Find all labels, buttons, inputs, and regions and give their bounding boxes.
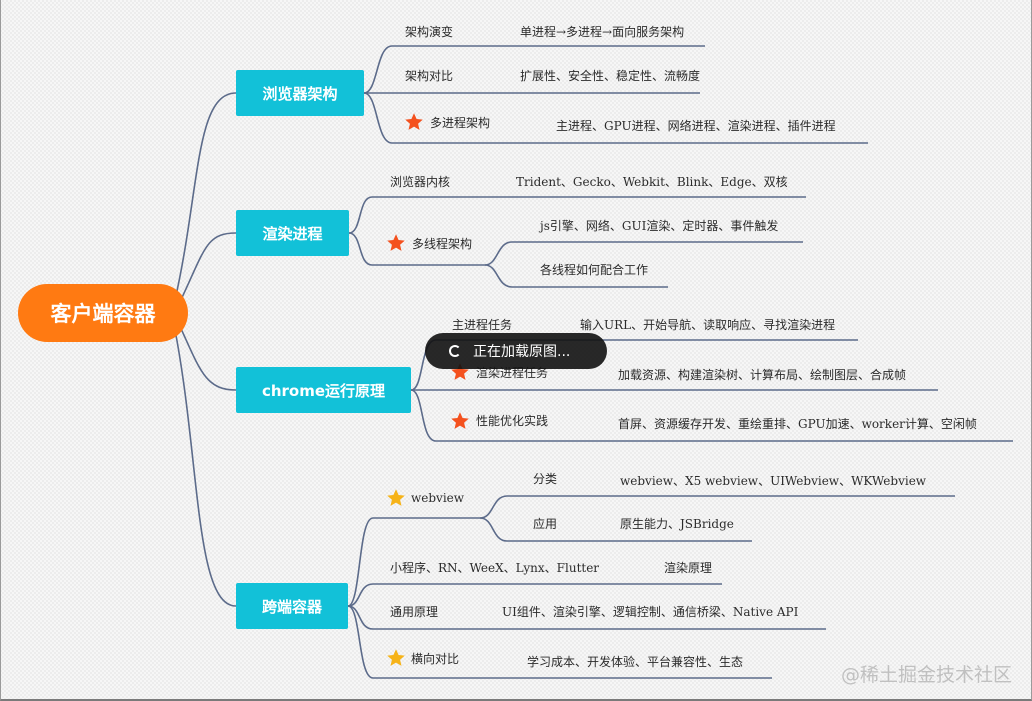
category-cross-platform[interactable]: 跨端容器 bbox=[236, 583, 348, 629]
node-perf-practice-value[interactable]: 首屏、资源缓存开发、重绘重排、GPU加速、worker计算、空闲帧 bbox=[618, 417, 977, 431]
category-chrome-principle[interactable]: chrome运行原理 bbox=[236, 367, 411, 413]
root-label: 客户端容器 bbox=[50, 302, 156, 326]
loading-text: 正在加载原图... bbox=[473, 344, 571, 360]
star-icon bbox=[404, 112, 424, 132]
node-webview-category[interactable]: 分类 bbox=[533, 472, 558, 486]
category-render-process[interactable]: 渲染进程 bbox=[236, 210, 349, 256]
category-label: 浏览器架构 bbox=[262, 84, 338, 103]
node-general-principle[interactable]: 通用原理 bbox=[390, 605, 439, 619]
node-arch-evolution-value[interactable]: 单进程→多进程→面向服务架构 bbox=[520, 25, 685, 39]
star-icon bbox=[450, 362, 470, 382]
node-render-process-task[interactable]: 渲染进程任务 bbox=[476, 366, 549, 380]
node-render-process-task-value[interactable]: 加载资源、构建渲染树、计算布局、绘制图层、合成帧 bbox=[618, 368, 907, 382]
node-browser-kernel-value[interactable]: Trident、Gecko、Webkit、Blink、Edge、双核 bbox=[516, 175, 788, 189]
node-horizontal-compare-value[interactable]: 学习成本、开发体验、平台兼容性、生态 bbox=[527, 655, 744, 669]
node-multi-thread[interactable]: 多线程架构 bbox=[412, 237, 473, 251]
node-multi-thread-value-1[interactable]: js引擎、网络、GUI渲染、定时器、事件触发 bbox=[540, 219, 779, 233]
star-icon bbox=[386, 488, 406, 508]
node-browser-kernel[interactable]: 浏览器内核 bbox=[390, 175, 451, 189]
node-arch-compare-value[interactable]: 扩展性、安全性、稳定性、流畅度 bbox=[520, 69, 701, 83]
category-browser-architecture[interactable]: 浏览器架构 bbox=[236, 70, 364, 116]
node-main-process-task-value[interactable]: 输入URL、开始导航、读取响应、寻找渲染进程 bbox=[580, 318, 836, 332]
node-webview-apply-value[interactable]: 原生能力、JSBridge bbox=[620, 517, 734, 531]
node-multi-process-value[interactable]: 主进程、GPU进程、网络进程、渲染进程、插件进程 bbox=[556, 119, 836, 133]
node-mini-program[interactable]: 小程序、RN、WeeX、Lynx、Flutter bbox=[390, 561, 600, 575]
node-webview-category-value[interactable]: webview、X5 webview、UIWebview、WKWebview bbox=[620, 474, 927, 488]
star-icon bbox=[386, 233, 406, 253]
root-node[interactable]: 客户端容器 bbox=[18, 284, 188, 342]
node-mini-program-value[interactable]: 渲染原理 bbox=[664, 561, 713, 575]
node-webview[interactable]: webview bbox=[411, 491, 465, 505]
node-webview-apply[interactable]: 应用 bbox=[533, 517, 558, 531]
node-main-process-task[interactable]: 主进程任务 bbox=[452, 318, 513, 332]
star-icon bbox=[386, 648, 406, 668]
node-multi-thread-value-2[interactable]: 各线程如何配合工作 bbox=[540, 263, 649, 277]
node-general-principle-value[interactable]: UI组件、渲染引擎、逻辑控制、通信桥梁、Native API bbox=[502, 605, 799, 619]
node-perf-practice[interactable]: 性能优化实践 bbox=[476, 414, 549, 428]
node-arch-compare[interactable]: 架构对比 bbox=[405, 69, 454, 83]
watermark: @稀土掘金技术社区 bbox=[840, 664, 1012, 686]
star-icon bbox=[450, 411, 470, 431]
node-arch-evolution[interactable]: 架构演变 bbox=[405, 25, 454, 39]
node-multi-process[interactable]: 多进程架构 bbox=[430, 116, 491, 130]
category-label: 跨端容器 bbox=[261, 597, 322, 616]
spinner-icon bbox=[449, 345, 461, 357]
node-horizontal-compare[interactable]: 横向对比 bbox=[411, 652, 460, 666]
category-label: 渲染进程 bbox=[262, 224, 323, 243]
category-label: chrome运行原理 bbox=[261, 381, 386, 400]
loading-toast: 正在加载原图... bbox=[425, 333, 607, 369]
